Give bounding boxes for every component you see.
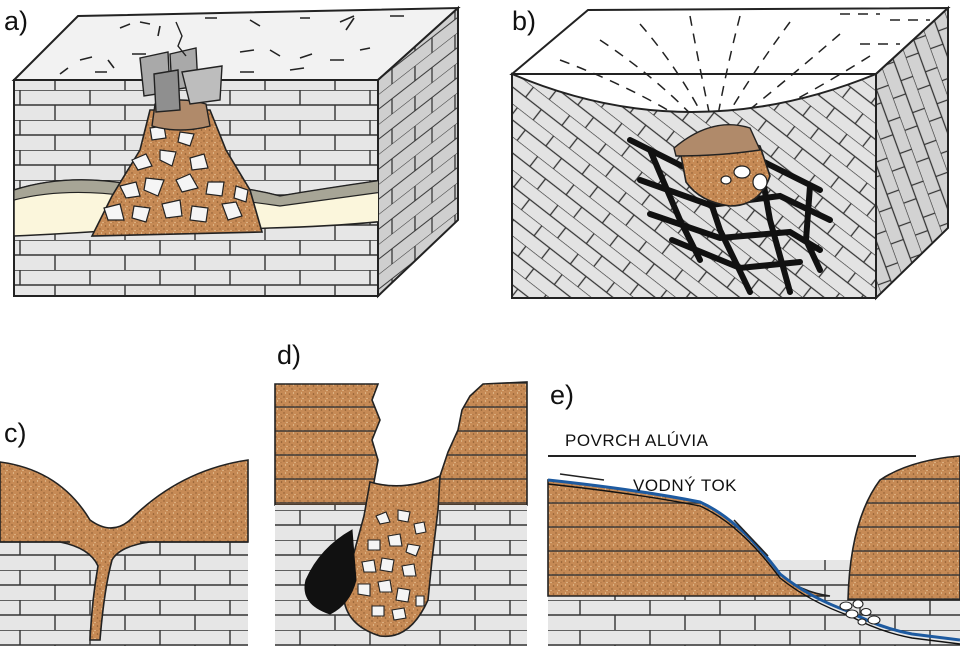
panel-e-alluvium-label: POVRCH ALÚVIA: [565, 431, 709, 450]
panel-e-sediment-right: [847, 455, 960, 601]
panel-e-label: e): [550, 380, 574, 410]
panel-c-label: c): [4, 418, 27, 448]
panel-e-stream-label: VODNÝ TOK: [633, 476, 737, 495]
panel-c-sediment-cover: [0, 459, 249, 641]
panel-d-rock-fragments: [357, 509, 427, 621]
panel-e-stream: [547, 478, 960, 642]
panel-d-cave-void: [304, 529, 357, 615]
panel-a-surface-cracks: [59, 15, 404, 75]
panel-e: POVRCH ALÚVIA VODNÝ TOK: [547, 431, 960, 646]
panel-a-collapse-breccia: [90, 109, 264, 237]
panel-b-clay-cap: [673, 124, 762, 157]
panel-b-label: b): [512, 6, 536, 36]
panel-b-top-face: [509, 6, 951, 75]
panel-d-sediment-right: [437, 381, 528, 506]
panel-c: [0, 459, 249, 646]
panel-a-rock-fragments: [103, 125, 249, 223]
panel-a-label: a): [4, 6, 28, 36]
panel-d-sediment-left: [274, 383, 381, 506]
panel-d-label: d): [277, 340, 301, 370]
panel-a: [11, 5, 461, 299]
panel-b: [509, 5, 951, 301]
panel-d: [274, 381, 528, 646]
panel-a-shaft-blocks: [139, 21, 223, 113]
panel-e-pebbles: [839, 599, 881, 626]
